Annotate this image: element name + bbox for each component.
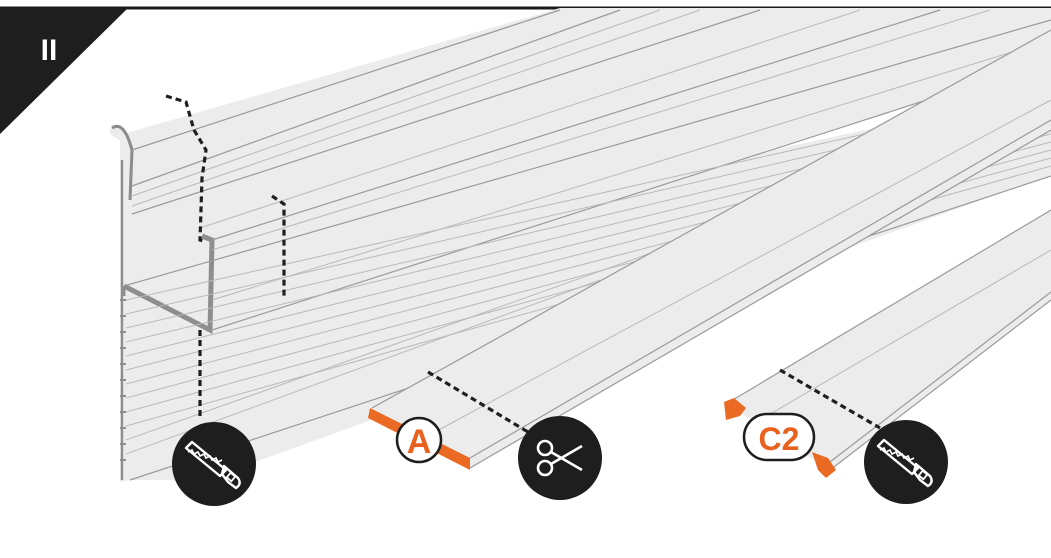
skirting-profile — [109, 8, 1051, 482]
strip-a: A — [368, 29, 1051, 470]
step-badge-bg — [0, 8, 128, 134]
profile-line — [211, 9, 991, 251]
profile-line — [211, 59, 1051, 331]
profile-line — [199, 9, 861, 229]
profile-line — [131, 9, 661, 197]
scissors-icon — [518, 416, 602, 500]
step-number: II — [41, 34, 58, 67]
strip-c2: C2 — [724, 209, 1051, 478]
profile-section-hook — [122, 233, 215, 335]
profile-line — [123, 19, 1051, 287]
saw-icon-bg — [864, 420, 948, 504]
strip-c2-edge — [829, 291, 1051, 463]
cut-line-profile-top — [165, 94, 208, 244]
strip-a-face — [372, 30, 1051, 468]
step-badge: II — [0, 8, 128, 134]
saw-icon — [172, 422, 256, 506]
strip-c2-edge — [829, 299, 1051, 471]
profile-back-plate — [109, 126, 132, 482]
profile-line — [131, 9, 561, 151]
label-c2: C2 — [759, 421, 800, 457]
profile-line — [131, 9, 621, 187]
profile-line — [211, 9, 941, 241]
profile-line — [131, 9, 761, 215]
strip-a-edge — [469, 119, 1051, 459]
strip-c2-face — [726, 210, 1051, 470]
strip-c2-groove — [759, 249, 1051, 421]
saw-icon-bg — [172, 422, 256, 506]
profile-line — [131, 9, 701, 207]
cut-line-profile-mid — [271, 194, 286, 298]
saw-icon — [864, 420, 948, 504]
profile-line — [211, 39, 1051, 301]
label-a-badge: A — [395, 416, 443, 464]
strip-c2-section-left — [724, 398, 746, 420]
strip-a-edge — [469, 129, 1051, 469]
strip-c2-section-right — [812, 452, 836, 478]
label-c2-badge: C2 — [742, 412, 816, 462]
strip-a-edge — [371, 29, 1051, 409]
strip-a-groove — [419, 99, 1051, 441]
profile-ribs — [120, 299, 126, 461]
label-a: A — [407, 423, 432, 461]
